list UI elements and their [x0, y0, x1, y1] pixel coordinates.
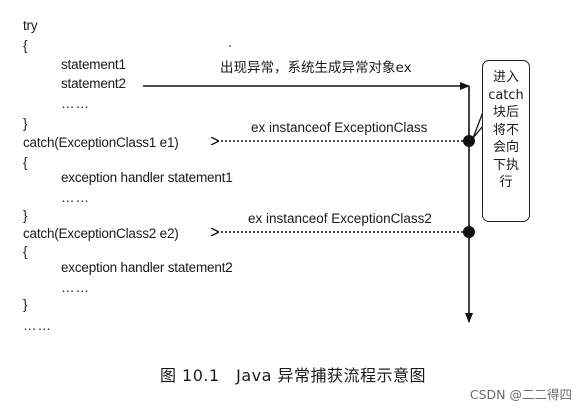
note-callout-pointer [472, 111, 484, 139]
handler-statement2: exception handler statement2 [61, 260, 233, 275]
note-line-6: 下执 [492, 157, 519, 173]
catch1-open-brace: { [23, 155, 28, 170]
note-line-2: catch [488, 87, 524, 103]
note-line-1: 进入 [492, 70, 519, 85]
try-close-brace: } [23, 116, 28, 131]
note-line-7: 行 [499, 175, 513, 190]
try-ellipsis: …… [61, 96, 90, 111]
catch2-close-brace: } [23, 297, 28, 312]
catch1-header: catch(ExceptionClass1 e1) [23, 135, 179, 150]
figure-caption: 图 10.1 Java 异常捕获流程示意图 [159, 366, 427, 385]
statement1: statement1 [61, 57, 126, 72]
watermark: CSDN @二二得四 [469, 387, 572, 402]
note-line-5: 会向 [492, 140, 519, 155]
check-point-1 [463, 135, 475, 147]
catch2-header: catch(ExceptionClass2 e2) [23, 226, 179, 241]
catch2-ellipsis: …… [61, 280, 90, 295]
trailing-ellipsis: …… [23, 318, 52, 333]
try-keyword: try [23, 18, 38, 33]
check-point-2 [463, 226, 475, 238]
instanceof-check1-label: ex instanceof ExceptionClass [251, 120, 428, 135]
note-line-3: 块后 [492, 105, 519, 120]
handler-statement1: exception handler statement1 [61, 170, 233, 185]
try-open-brace: { [23, 38, 28, 53]
catch1-close-brace: } [23, 208, 28, 223]
catch-note-box: 进入 catch 块后 将不 会向 下执 行 [482, 60, 530, 222]
note-line-4: 将不 [492, 122, 519, 138]
catch1-ellipsis: …… [61, 190, 90, 205]
stray-mark [229, 45, 231, 47]
statement2: statement2 [61, 76, 126, 91]
throw-exception-label: 出现异常，系统生成异常对象ex [220, 60, 412, 76]
catch2-open-brace: { [23, 244, 28, 259]
instanceof-check2-label: ex instanceof ExceptionClass2 [248, 211, 432, 226]
